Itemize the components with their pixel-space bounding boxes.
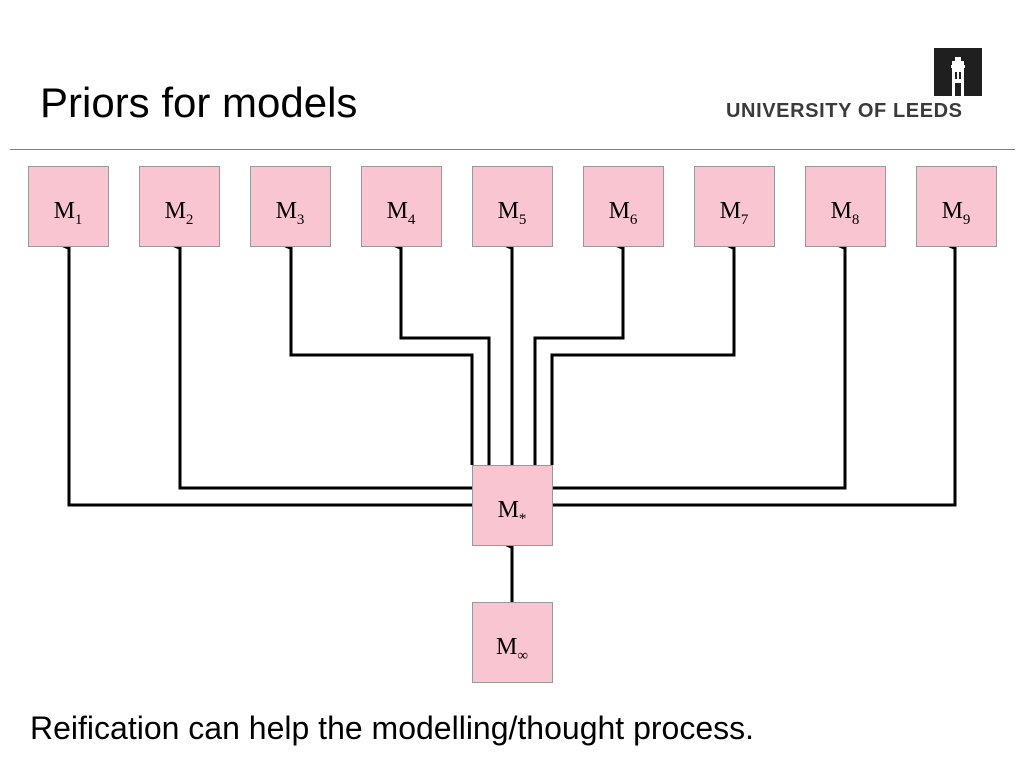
model-node-infinity-box xyxy=(472,602,553,683)
model-node-6: M6 xyxy=(583,166,664,247)
model-node-8: M8 xyxy=(805,166,886,247)
model-node-5-label: M5 xyxy=(498,198,527,228)
model-node-9: M9 xyxy=(916,166,997,247)
edge-star-to-m6 xyxy=(533,242,625,465)
edge-star-to-m9 xyxy=(552,242,957,507)
edge-star-to-m3 xyxy=(282,242,474,465)
model-node-7-label: M7 xyxy=(720,198,749,228)
model-node-6-label: M6 xyxy=(609,198,638,228)
model-node-3: M3 xyxy=(250,166,331,247)
diagram-edges xyxy=(60,242,957,602)
model-node-8-box xyxy=(805,166,886,247)
model-node-5: M5 xyxy=(472,166,553,247)
model-node-star-box xyxy=(472,465,553,546)
edge-star-to-m2 xyxy=(171,242,472,490)
edge-star-to-m7 xyxy=(550,242,736,465)
model-node-3-box xyxy=(250,166,331,247)
university-logo: UNIVERSITY OF LEEDS xyxy=(726,48,990,128)
model-node-7: M7 xyxy=(694,166,775,247)
model-node-4: M4 xyxy=(361,166,442,247)
model-node-2: M2 xyxy=(139,166,220,247)
model-node-5-box xyxy=(472,166,553,247)
university-name: UNIVERSITY OF LEEDS xyxy=(726,100,963,122)
model-node-2-box xyxy=(139,166,220,247)
edge-star-to-m1 xyxy=(60,242,472,507)
model-node-star-label: M* xyxy=(498,497,527,527)
model-node-9-label: M9 xyxy=(942,198,971,228)
slide-title: Priors for models xyxy=(40,79,358,126)
model-node-6-box xyxy=(583,166,664,247)
model-node-4-label: M4 xyxy=(387,198,416,228)
model-node-infinity: M∞ xyxy=(472,602,553,683)
model-node-9-box xyxy=(916,166,997,247)
slide-caption: Reification can help the modelling/thoug… xyxy=(30,710,754,746)
title-divider xyxy=(10,149,1015,150)
model-node-infinity-label: M∞ xyxy=(496,634,528,664)
model-node-2-label: M2 xyxy=(165,198,194,228)
model-node-7-box xyxy=(694,166,775,247)
model-node-8-label: M8 xyxy=(831,198,860,228)
model-node-star: M* xyxy=(472,465,553,546)
model-node-1-label: M1 xyxy=(54,198,83,228)
university-tower-icon xyxy=(934,48,982,96)
model-node-1: M1 xyxy=(28,166,109,247)
edge-star-to-m4 xyxy=(392,242,491,465)
model-node-4-box xyxy=(361,166,442,247)
model-node-1-box xyxy=(28,166,109,247)
edge-star-to-m8 xyxy=(552,242,847,490)
model-node-3-label: M3 xyxy=(276,198,305,228)
